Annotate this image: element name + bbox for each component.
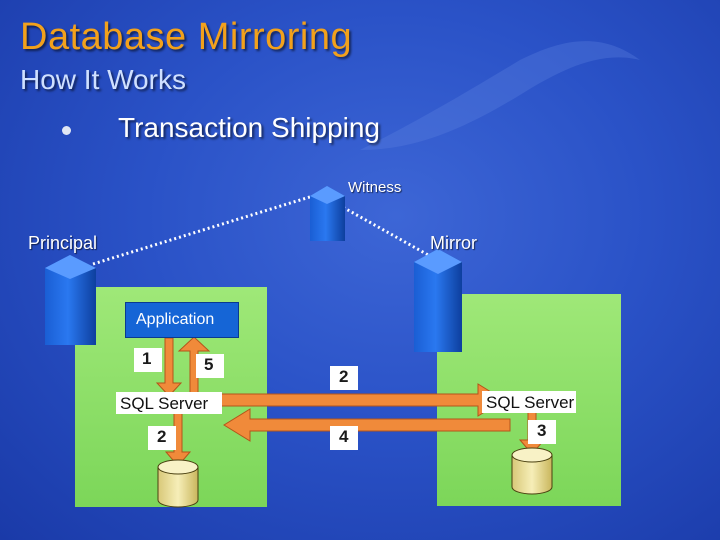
principal-label: Principal [28,233,98,253]
sql-server-right-label: SQL Server [486,393,575,412]
decorative-swirl [360,41,640,150]
witness-label: Witness [348,179,402,196]
step-2-box [330,366,358,390]
step-5-label: 5 [204,355,214,374]
slide-title: Database Mirroring [20,16,353,58]
step-3-label: 3 [537,421,547,440]
application-box [125,302,239,338]
arrow-ack-to-principal [223,408,511,442]
step-4-box [330,426,358,450]
principal-disk-icon [157,459,199,508]
mirror-label: Mirror [430,233,477,253]
bullet-dot-icon [62,126,71,135]
step-1-box [134,348,162,372]
witness-mirror-link [329,198,431,258]
sql-server-left-box [116,392,222,414]
sql-server-right-box [482,391,576,413]
step-1-label: 1 [142,349,152,368]
step-5-box [196,354,224,378]
mirror-disk-icon [511,447,553,495]
step-2b-label: 2 [157,427,167,446]
step-2b-box [148,426,176,450]
step-4-label: 4 [339,427,349,446]
slide-subtitle: How It Works [20,64,186,95]
sql-server-left-label: SQL Server [120,394,209,413]
arrow-step-1 [155,337,183,397]
bullet-text: Transaction Shipping [118,112,381,143]
principal-witness-link [92,194,314,266]
mirror-server-icon [414,249,462,352]
application-label: Application [136,311,215,328]
principal-server-icon [45,255,96,345]
step-3-box [528,420,556,444]
witness-server-icon [310,186,345,241]
step-2-label: 2 [339,367,349,386]
arrow-write-log-principal [164,411,192,467]
